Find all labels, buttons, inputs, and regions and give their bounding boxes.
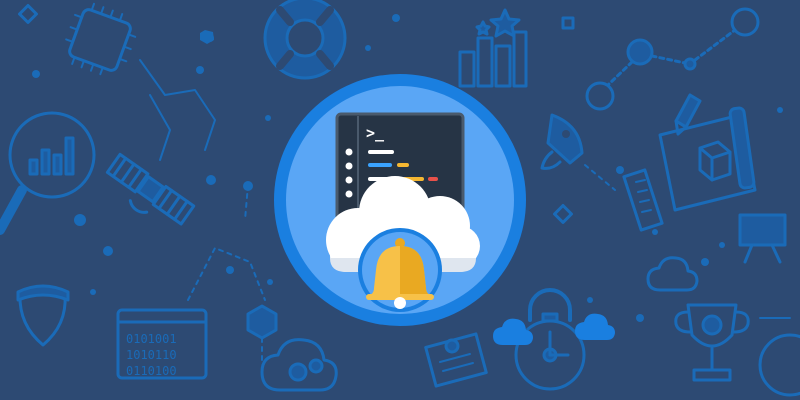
magnifier-chart-icon — [0, 111, 96, 235]
padlock-icon — [528, 288, 572, 322]
svg-text:0110100: 0110100 — [126, 364, 177, 378]
cloud-outline-icon — [493, 256, 699, 345]
network-graph-icon — [585, 7, 760, 111]
svg-text:0101001: 0101001 — [126, 332, 177, 346]
certificate-icon — [424, 332, 488, 388]
star-icon — [475, 8, 521, 38]
blueprint-cube-icon — [658, 106, 757, 212]
stopwatch-icon — [514, 312, 586, 391]
bar-chart-icon — [458, 30, 528, 88]
satellite-icon — [105, 152, 196, 226]
lifebuoy-icon — [263, 0, 347, 80]
shield-icon — [16, 284, 70, 347]
gears-cloud-icon — [260, 338, 338, 392]
binary-code-window-icon: 0101001 1010110 0110100 — [116, 308, 208, 380]
bell-icon — [358, 228, 442, 312]
central-emblem: >_ — [274, 74, 526, 326]
hexagon-icon — [246, 304, 278, 340]
terminal-prompt: >_ — [366, 124, 385, 142]
svg-text:1010110: 1010110 — [126, 348, 177, 362]
rocket-icon — [540, 113, 616, 191]
ruler-icon — [622, 168, 664, 232]
presentation-board-icon — [738, 213, 787, 264]
trophy-icon — [674, 303, 791, 382]
chip-icon — [65, 2, 216, 161]
